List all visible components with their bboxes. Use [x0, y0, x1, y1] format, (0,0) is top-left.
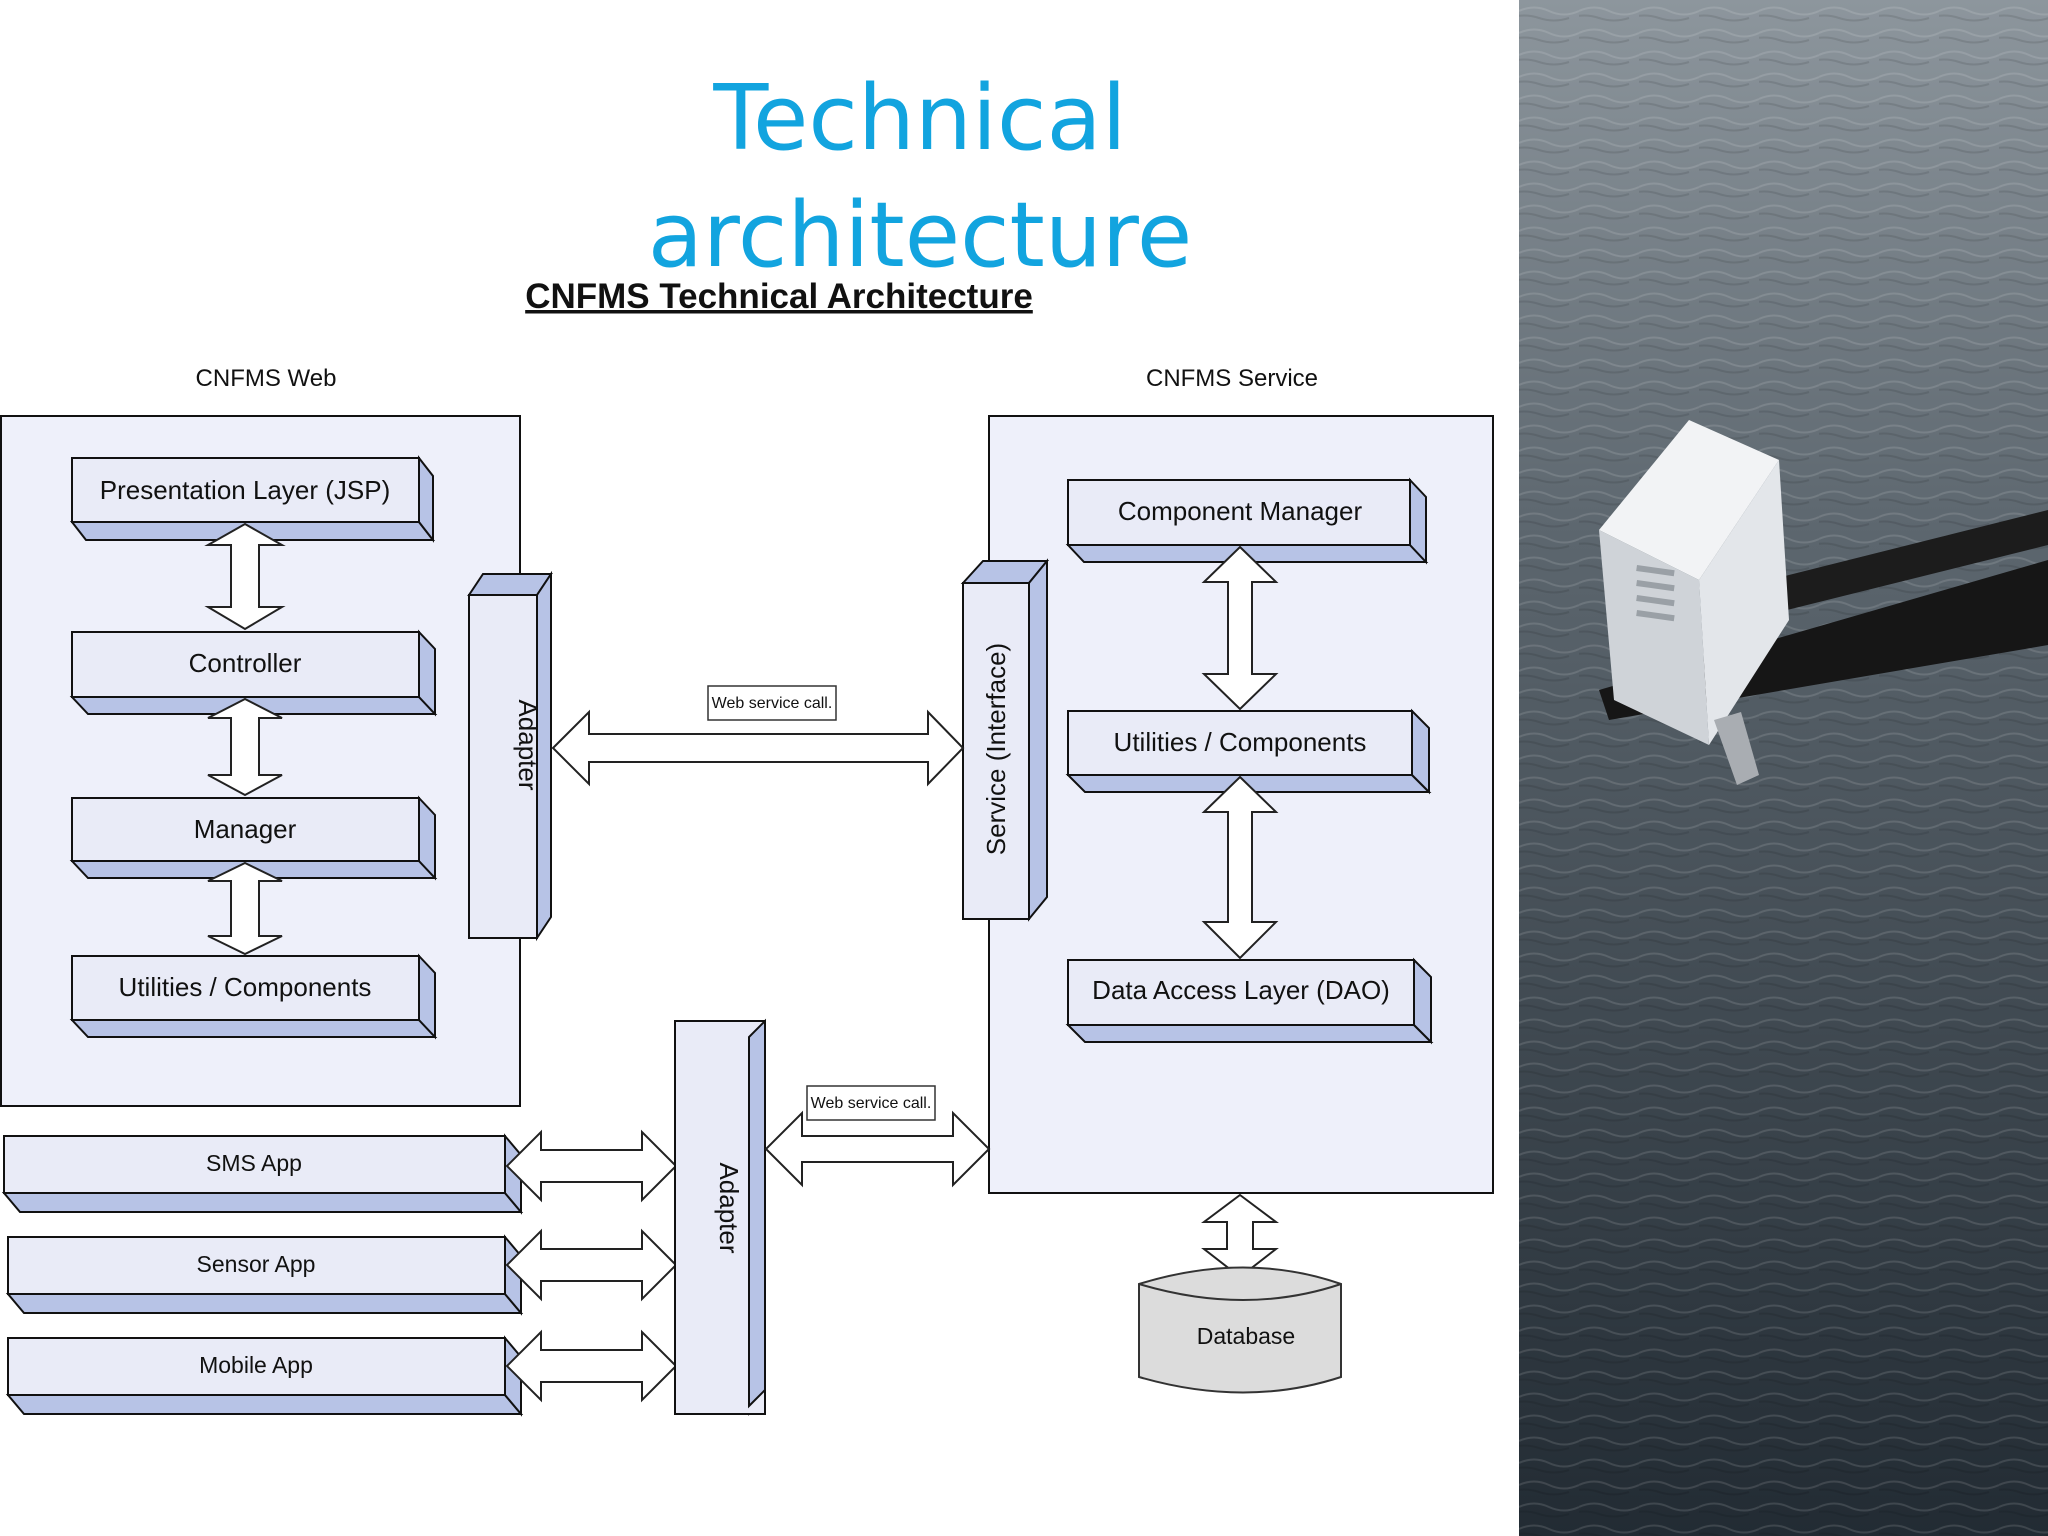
- svg-text:Adapter: Adapter: [714, 1162, 744, 1253]
- service-arrow-utilities-dao: [1201, 775, 1279, 960]
- arrow-sms-adapter: [505, 1129, 678, 1203]
- app-mobile: Mobile App: [5, 1335, 524, 1417]
- apps-adapter: Adapter: [674, 1018, 766, 1416]
- diagram-title: CNFMS Technical Architecture: [525, 277, 1033, 316]
- database: Database: [1138, 1266, 1342, 1394]
- svg-text:SMS App: SMS App: [206, 1150, 302, 1176]
- svg-text:Component Manager: Component Manager: [1118, 496, 1363, 526]
- app-sensor: Sensor App: [5, 1234, 524, 1316]
- lower-web-service-label: Web service call.: [811, 1095, 932, 1112]
- upper-web-service-label: Web service call.: [712, 695, 833, 712]
- svg-text:Adapter: Adapter: [513, 699, 543, 790]
- svg-text:Mobile App: Mobile App: [199, 1352, 313, 1378]
- svg-text:Controller: Controller: [189, 648, 302, 678]
- arrow-mobile-adapter: [505, 1329, 678, 1403]
- web-adapter: Adapter: [467, 570, 553, 942]
- app-sms: SMS App: [1, 1133, 524, 1215]
- web-arrow-manager-utilities: [207, 861, 283, 956]
- web-arrow-controller-manager: [207, 697, 283, 797]
- web-layer-controller: Controller: [69, 629, 438, 717]
- svg-text:Data Access Layer (DAO): Data Access Layer (DAO): [1092, 975, 1390, 1005]
- lower-web-service-label-box: [806, 1085, 936, 1121]
- service-group-label: CNFMS Service: [1146, 365, 1318, 392]
- sensor-photo: [1519, 0, 2048, 1536]
- svg-text:Utilities / Components: Utilities / Components: [1114, 727, 1367, 757]
- web-layer-utilities: Utilities / Components: [69, 953, 438, 1040]
- svg-text:Manager: Manager: [194, 814, 297, 844]
- service-interface: Service (Interface): [960, 558, 1050, 922]
- arrow-service-database: [1201, 1193, 1279, 1279]
- slide-title: Technical architecture: [647, 66, 1193, 288]
- svg-text:Utilities / Components: Utilities / Components: [119, 972, 372, 1002]
- service-arrow-manager-utilities: [1201, 545, 1279, 711]
- svg-text:Service (Interface): Service (Interface): [981, 643, 1011, 855]
- lower-web-service-arrow: [764, 1110, 991, 1188]
- service-layer-utilities: Utilities / Components: [1065, 708, 1432, 795]
- service-layer-component-manager: Component Manager: [1065, 477, 1429, 565]
- service-layer-dao: Data Access Layer (DAO): [1065, 957, 1434, 1045]
- web-arrow-presentation-controller: [204, 522, 286, 631]
- web-layer-manager: Manager: [69, 795, 438, 881]
- svg-text:Database: Database: [1197, 1323, 1295, 1349]
- svg-text:Sensor App: Sensor App: [197, 1251, 316, 1277]
- upper-web-service-label-box: [707, 685, 837, 721]
- upper-web-service-arrow: [551, 709, 965, 787]
- architecture-diagram: .box-front { fill: #e9ebf7; stroke: #111…: [0, 277, 1494, 1417]
- sensor-box-icon: [1599, 420, 1789, 785]
- arrow-sensor-adapter: [505, 1228, 678, 1302]
- svg-text:Presentation Layer (JSP): Presentation Layer (JSP): [100, 475, 390, 505]
- web-group-label: CNFMS Web: [196, 365, 337, 392]
